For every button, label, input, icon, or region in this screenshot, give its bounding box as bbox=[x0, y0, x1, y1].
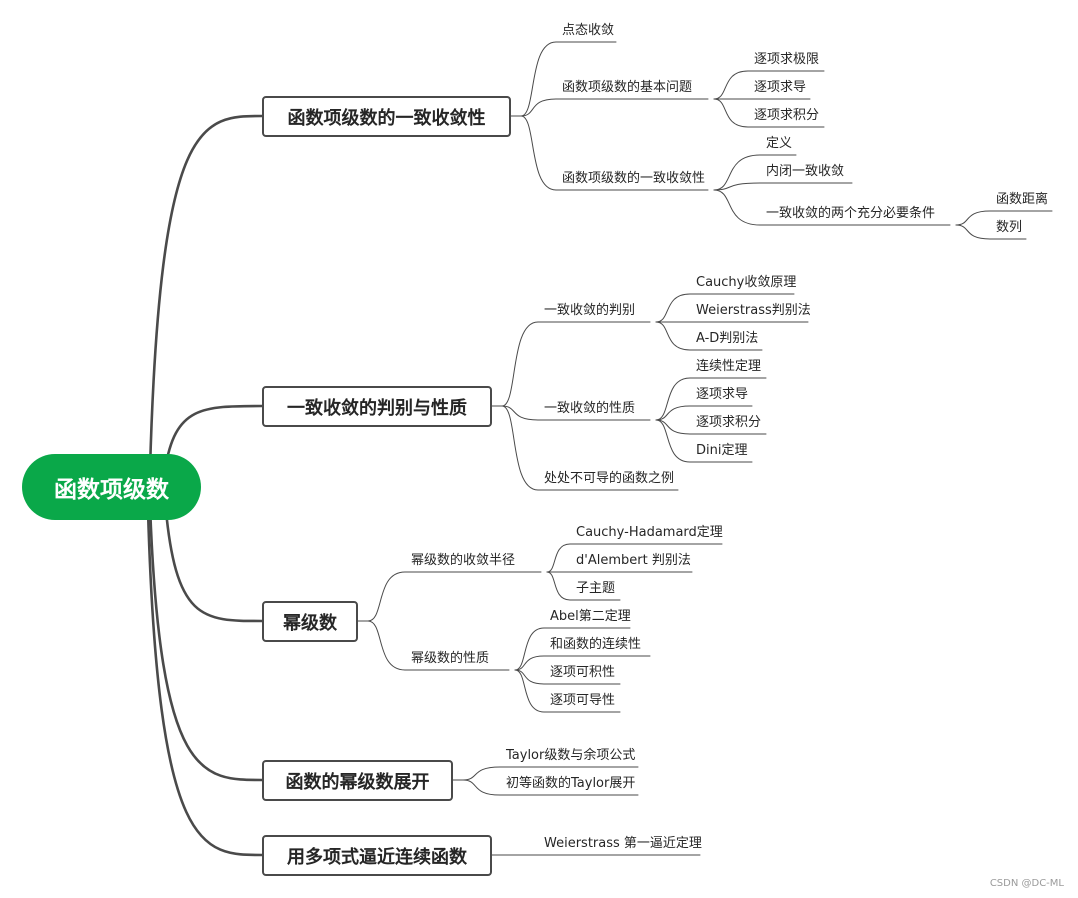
connector bbox=[713, 182, 761, 191]
connector bbox=[713, 154, 761, 191]
leaf-function-distance[interactable]: 函数距离 bbox=[996, 192, 1049, 207]
main-topic-4[interactable]: 函数的幂级数展开 bbox=[262, 760, 453, 801]
connector bbox=[514, 627, 545, 671]
leaf-sequence[interactable]: 数列 bbox=[996, 220, 1023, 235]
watermark: CSDN @DC-ML bbox=[989, 878, 1064, 889]
connector bbox=[514, 655, 545, 671]
connector bbox=[520, 98, 557, 117]
connector bbox=[148, 503, 264, 782]
leaf-term-limit[interactable]: 逐项求极限 bbox=[754, 52, 820, 67]
connector bbox=[462, 779, 501, 796]
subtopic-properties[interactable]: 一致收敛的性质 bbox=[544, 401, 636, 416]
connector bbox=[146, 508, 264, 857]
main-topic-2[interactable]: 一致收敛的判别与性质 bbox=[262, 386, 492, 427]
leaf-dini-thm[interactable]: Dini定理 bbox=[696, 443, 748, 458]
leaf-integrability[interactable]: 逐项可积性 bbox=[550, 665, 616, 680]
connector bbox=[514, 669, 545, 713]
leaf-ad-test[interactable]: A-D判别法 bbox=[696, 331, 759, 346]
leaf-subtopic[interactable]: 子主题 bbox=[576, 581, 616, 596]
connector bbox=[655, 405, 691, 421]
connector bbox=[501, 405, 539, 421]
leaf-weierstrass-approx[interactable]: Weierstrass 第一逼近定理 bbox=[544, 836, 702, 851]
connector bbox=[520, 115, 557, 191]
leaf-term-derivative[interactable]: 逐项求导 bbox=[754, 80, 807, 95]
main-topic-1[interactable]: 函数项级数的一致收敛性 bbox=[262, 96, 511, 137]
connector bbox=[367, 571, 406, 622]
connector bbox=[955, 210, 991, 226]
main-topic-5[interactable]: 用多项式逼近连续函数 bbox=[262, 835, 492, 876]
leaf-two-conditions[interactable]: 一致收敛的两个充分必要条件 bbox=[766, 206, 936, 221]
connector bbox=[713, 70, 749, 100]
connector bbox=[163, 404, 264, 472]
connector bbox=[462, 766, 501, 781]
leaf-differentiability[interactable]: 逐项可导性 bbox=[550, 693, 616, 708]
leaf-term-integral-2[interactable]: 逐项求积分 bbox=[696, 415, 762, 430]
connector bbox=[367, 620, 406, 671]
connector bbox=[655, 377, 691, 421]
leaf-inner-closed[interactable]: 内闭一致收敛 bbox=[766, 164, 845, 179]
connector bbox=[546, 543, 571, 573]
root-topic[interactable]: 函数项级数 bbox=[22, 454, 201, 520]
connector bbox=[501, 405, 539, 491]
leaf-elementary-taylor[interactable]: 初等函数的Taylor展开 bbox=[506, 776, 636, 791]
leaf-term-derivative-2[interactable]: 逐项求导 bbox=[696, 387, 749, 402]
leaf-sum-continuity[interactable]: 和函数的连续性 bbox=[550, 637, 642, 652]
leaf-abel-thm[interactable]: Abel第二定理 bbox=[550, 609, 631, 624]
leaf-cauchy-principle[interactable]: Cauchy收敛原理 bbox=[696, 275, 797, 290]
connector bbox=[655, 419, 691, 463]
subtopic-basic-problems[interactable]: 函数项级数的基本问题 bbox=[562, 80, 693, 95]
connector bbox=[713, 98, 749, 128]
leaf-term-integral[interactable]: 逐项求积分 bbox=[754, 108, 820, 123]
connector bbox=[546, 571, 571, 601]
leaf-cauchy-hadamard[interactable]: Cauchy-Hadamard定理 bbox=[576, 525, 723, 540]
main-topic-3[interactable]: 幂级数 bbox=[262, 601, 358, 642]
leaf-definition[interactable]: 定义 bbox=[766, 136, 793, 151]
subtopic-uniform-convergence[interactable]: 函数项级数的一致收敛性 bbox=[562, 171, 706, 186]
connector bbox=[655, 321, 691, 351]
subtopic-criteria[interactable]: 一致收敛的判别 bbox=[544, 303, 636, 318]
connector bbox=[163, 498, 264, 623]
leaf-taylor-remainder[interactable]: Taylor级数与余项公式 bbox=[506, 748, 636, 763]
leaf-continuity-thm[interactable]: 连续性定理 bbox=[696, 359, 762, 374]
connector bbox=[655, 293, 691, 323]
subtopic-power-properties[interactable]: 幂级数的性质 bbox=[411, 651, 490, 666]
connector bbox=[713, 189, 761, 226]
subtopic-point-convergence[interactable]: 点态收敛 bbox=[562, 23, 615, 38]
connector bbox=[955, 224, 991, 240]
connector bbox=[148, 114, 264, 472]
connector bbox=[501, 321, 539, 407]
leaf-dalembert[interactable]: d'Alembert 判别法 bbox=[576, 553, 691, 568]
subtopic-nowhere-diff[interactable]: 处处不可导的函数之例 bbox=[544, 471, 675, 486]
leaf-weierstrass-test[interactable]: Weierstrass判别法 bbox=[696, 303, 811, 318]
subtopic-radius[interactable]: 幂级数的收敛半径 bbox=[411, 553, 516, 568]
connector bbox=[520, 41, 557, 117]
